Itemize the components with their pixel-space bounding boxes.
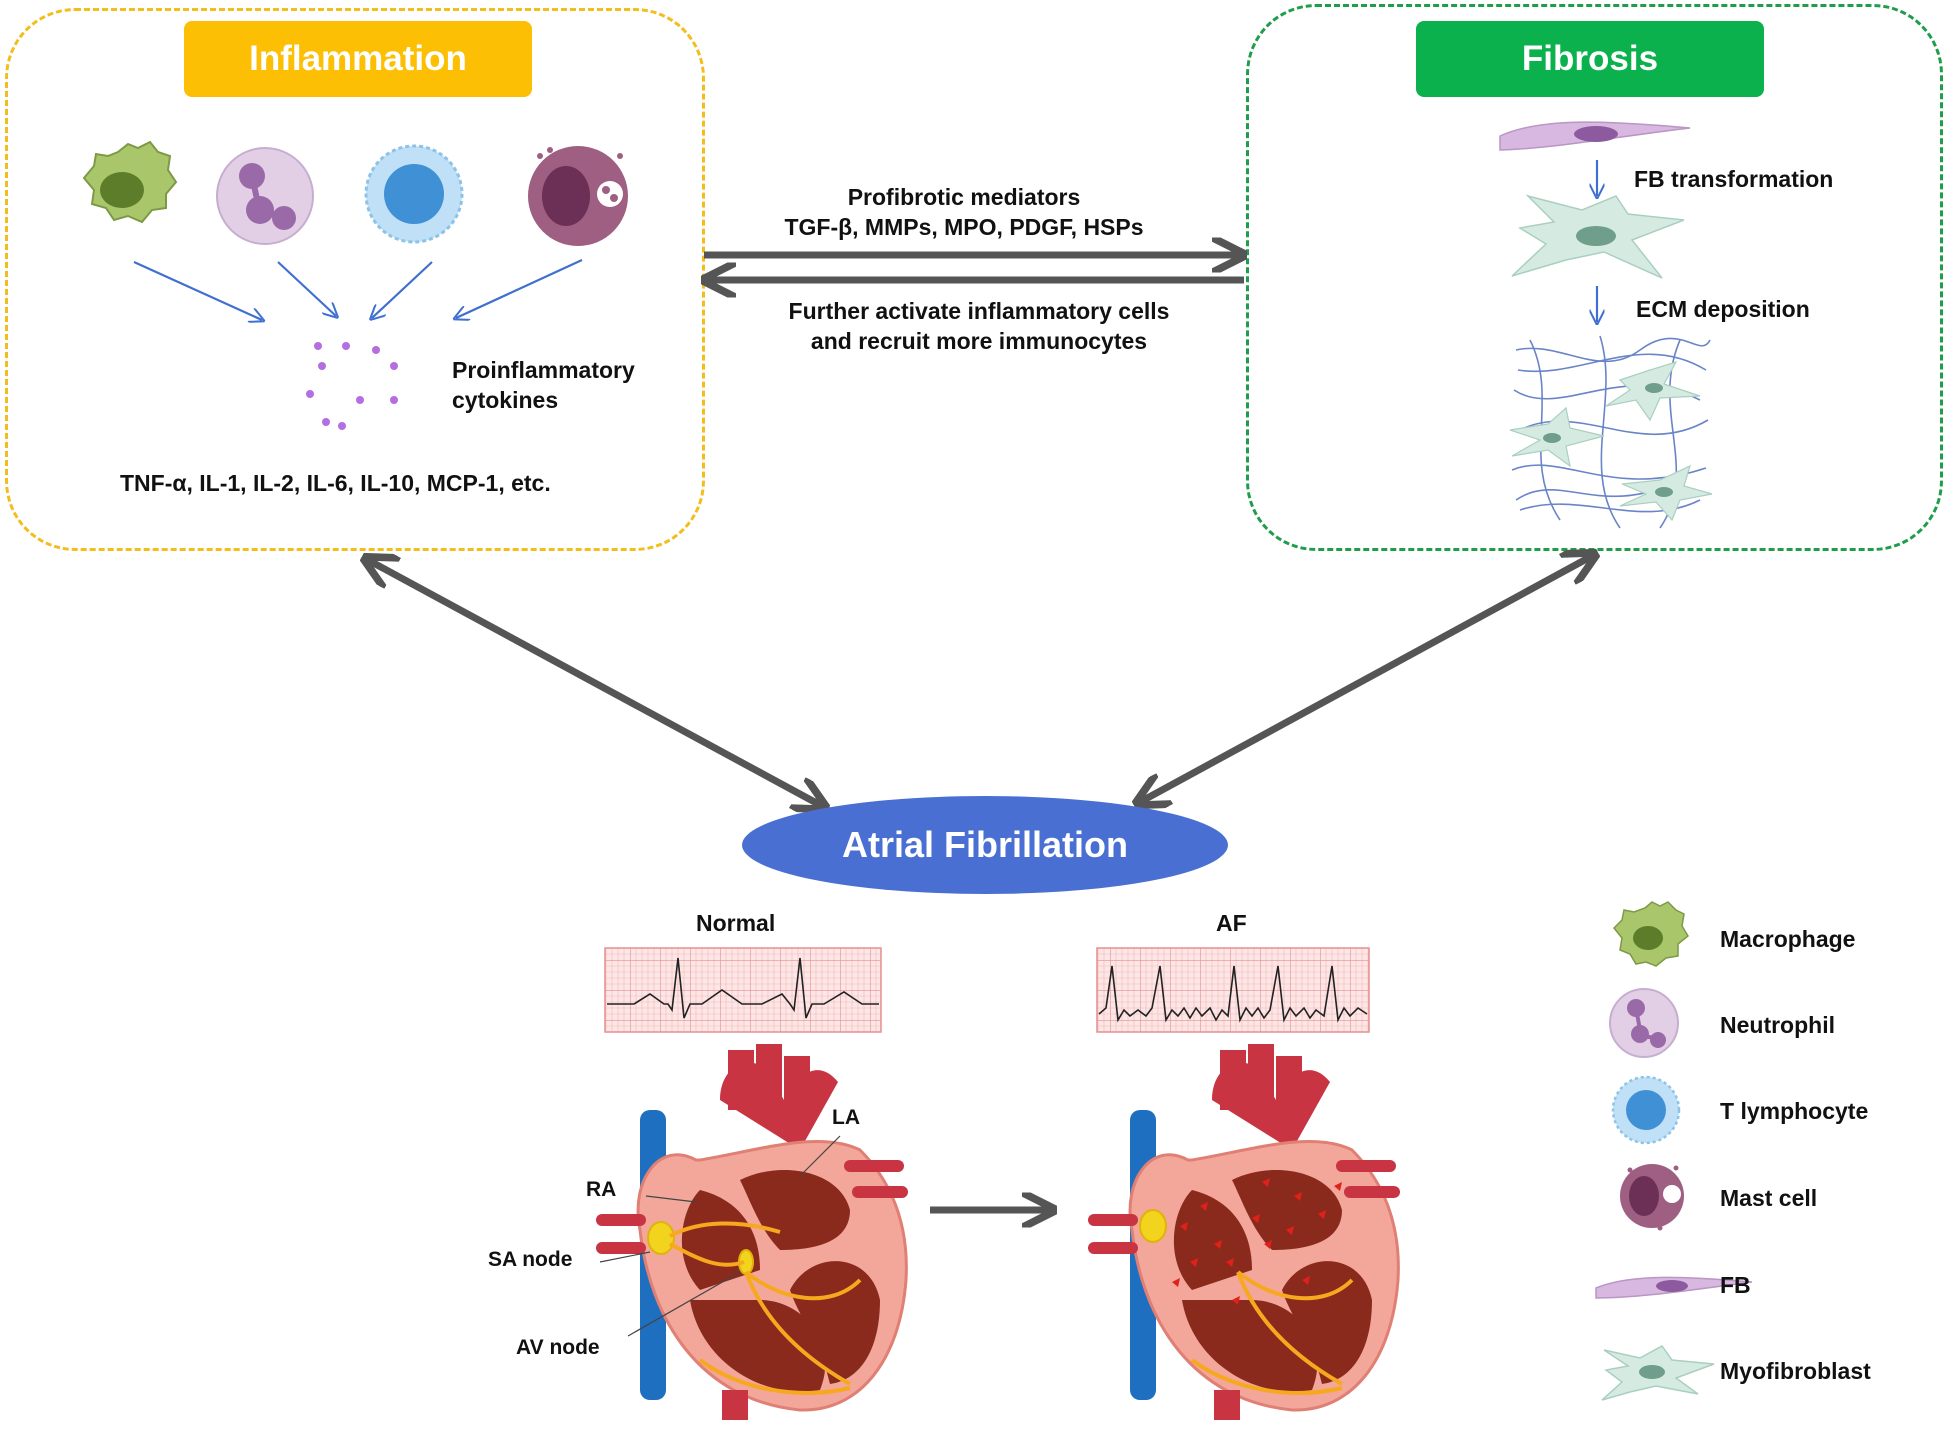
normal-label: Normal [696,910,776,936]
af-label: AF [1216,910,1247,936]
inflammation-af-arrow [368,560,822,806]
fibroblast-icon [1499,121,1691,151]
legend-mast-cell-icon [1620,1164,1684,1231]
af-ecg-strip [1096,947,1370,1033]
cytokines-label-line1: Proinflammatory [452,357,635,383]
cytokines-label-line2: cytokines [452,387,559,413]
macrophage-icon [82,140,178,224]
activate-inflammation-line1: Further activate inflammatory cells [788,298,1170,324]
normal-ecg-strip [604,947,882,1033]
legend-fibroblast-icon [1595,1276,1753,1299]
av-node-label: AV node [516,1336,600,1359]
cytokine-dots [306,342,398,430]
ecm-myofibroblasts [1509,360,1713,522]
cell-to-cytokine-arrows [133,259,583,320]
inflammation-title: Inflammation [184,21,532,97]
fibrosis-af-arrow [1140,556,1592,802]
la-label: LA [832,1106,860,1129]
legend-neutrophil-icon [1609,988,1679,1058]
legend-myofibroblast-icon [1601,1345,1715,1401]
atrial-fibrillation-node: Atrial Fibrillation [742,796,1228,894]
legend-macrophage-icon [1612,901,1689,967]
legend-t-lymphocyte-icon [1611,1075,1681,1145]
profibrotic-mediators-list: TGF-β, MMPs, MPO, PDGF, HSPs [784,214,1144,240]
legend-myofibroblast-label: Myofibroblast [1720,1358,1871,1384]
sa-node-label: SA node [488,1248,573,1271]
mast-cell-icon [528,146,628,246]
legend-t-lymphocyte-label: T lymphocyte [1720,1098,1869,1124]
legend-neutrophil-label: Neutrophil [1720,1012,1835,1038]
cytokine-list: TNF-α, IL-1, IL-2, IL-6, IL-10, MCP-1, e… [120,470,551,496]
neutrophil-icon [216,147,314,245]
af-heart [1088,1044,1400,1420]
legend-mast-cell-label: Mast cell [1720,1185,1818,1211]
t-lymphocyte-icon [364,144,464,244]
normal-heart [596,1044,908,1420]
profibrotic-mediators-title: Profibrotic mediators [847,184,1081,210]
fibrosis-title: Fibrosis [1416,21,1764,97]
ecm-deposition-label: ECM deposition [1636,296,1810,322]
fb-transformation-label: FB transformation [1634,166,1834,192]
ra-label: RA [586,1178,617,1201]
activate-inflammation-line2: and recruit more immunocytes [810,328,1148,354]
myofibroblast-icon [1511,194,1685,279]
legend-macrophage-label: Macrophage [1720,926,1856,952]
legend-fb-label: FB [1720,1272,1751,1298]
